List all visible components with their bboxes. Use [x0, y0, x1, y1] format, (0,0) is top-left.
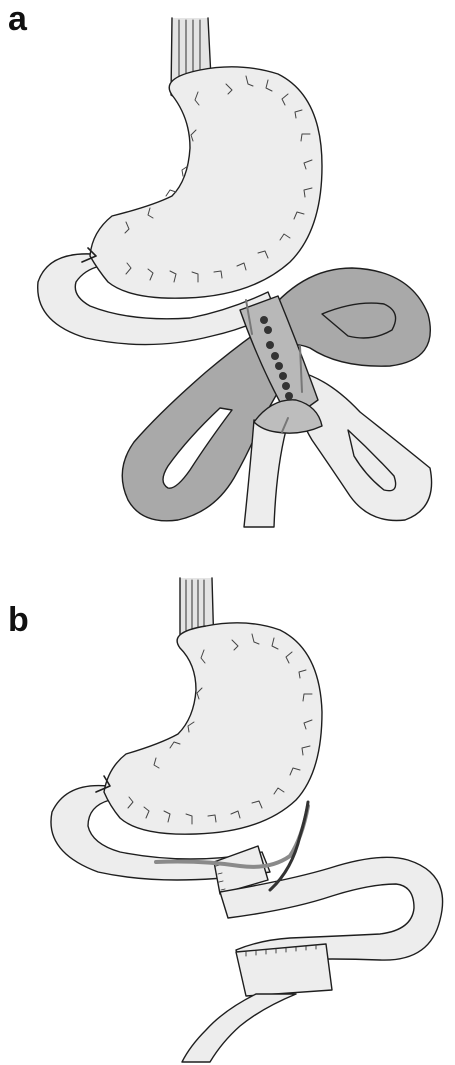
bowel-stump-lower-b: [236, 944, 332, 996]
diagram-panel-a: [0, 0, 455, 540]
diagram-panel-b: [0, 560, 455, 1065]
stomach-a: [90, 67, 322, 298]
bowel-limb-down-b: [182, 994, 296, 1062]
